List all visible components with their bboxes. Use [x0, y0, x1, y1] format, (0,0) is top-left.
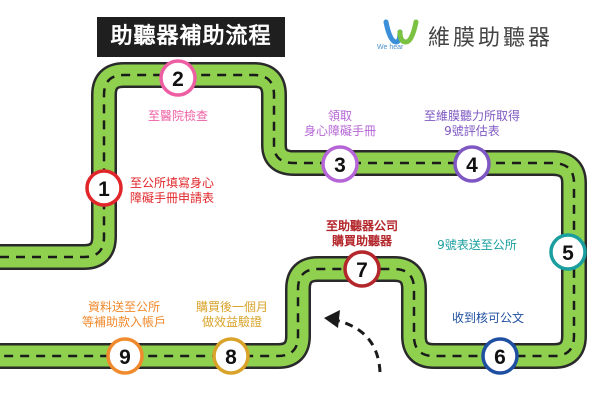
- step-7-label-line: 購買助聽器: [331, 234, 392, 248]
- step-7-number: 7: [356, 259, 368, 282]
- step-2-circle: [159, 59, 197, 97]
- step-6-label-line: 收到核可公文: [451, 311, 524, 325]
- return-arrow: [324, 310, 382, 373]
- step-6-marker: 6: [481, 337, 519, 375]
- step-3-label: 領取身心障礙手冊: [270, 109, 410, 139]
- step-6-number: 6: [494, 346, 506, 369]
- step-7-marker: 7: [343, 250, 381, 288]
- step-8-marker: 8: [212, 337, 250, 375]
- step-5-marker: 5: [549, 233, 587, 271]
- logo-brand-name: 維膜助聽器: [428, 26, 554, 51]
- step-8-label-line: 購買後一個月: [195, 300, 268, 314]
- logo-subtext: We hear: [377, 44, 404, 51]
- step-5-circle: [549, 233, 587, 271]
- step-4-label-line: 9號評估表: [444, 124, 500, 138]
- return-arrow-line: [334, 318, 382, 373]
- step-2-marker: 2: [159, 59, 197, 97]
- step-4-number: 4: [466, 154, 478, 177]
- step-7-label: 至助聽器公司購買助聽器: [292, 219, 432, 249]
- step-9-label: 資料送至公所等補助款入帳戶: [54, 300, 194, 330]
- step-2-number: 2: [172, 68, 184, 91]
- step-3-label-line: 身心障礙手冊: [303, 124, 376, 138]
- step-3-label-line: 領取: [327, 109, 352, 123]
- step-2-label-line: 至醫院檢查: [147, 109, 208, 123]
- step-8-number: 8: [225, 346, 237, 369]
- step-9-circle: [106, 337, 144, 375]
- step-1-number: 1: [98, 178, 110, 201]
- step-9-label-line: 等補助款入帳戶: [81, 315, 166, 329]
- step-7-circle: [343, 250, 381, 288]
- step-8-label-line: 做效益驗證: [201, 315, 262, 329]
- step-9-marker: 9: [106, 337, 144, 375]
- step-6-circle: [481, 337, 519, 375]
- step-8-label: 購買後一個月做效益驗證: [162, 300, 302, 330]
- title-banner: [97, 17, 285, 57]
- page-title: 助聽器補助流程: [110, 24, 272, 49]
- step-2-label: 至醫院檢查: [108, 109, 248, 124]
- step-1-label-line: 障礙手冊申請表: [130, 191, 215, 205]
- step-8-circle: [212, 337, 250, 375]
- step-markers: 1 2 3 4 5 6 7 8 9: [85, 59, 587, 375]
- step-6-label: 收到核可公文: [418, 311, 558, 326]
- step-4-label-line: 至維膜聽力所取得: [423, 109, 520, 123]
- step-4-marker: 4: [453, 145, 491, 183]
- step-5-label-line: 9號表送至公所: [437, 238, 517, 252]
- step-1-label: 至公所填寫身心障礙手冊申請表: [130, 176, 214, 206]
- step-7-label-line: 至助聽器公司: [325, 219, 398, 233]
- step-5-number: 5: [562, 242, 574, 265]
- step-9-label-line: 資料送至公所: [87, 300, 160, 314]
- step-3-circle: [321, 145, 359, 183]
- return-arrow-head-icon: [324, 310, 340, 328]
- step-1-label-line: 至公所填寫身心: [130, 176, 215, 190]
- step-1-circle: [85, 169, 123, 207]
- step-5-label: 9號表送至公所: [407, 238, 547, 253]
- step-3-number: 3: [334, 154, 346, 177]
- we-hear-logo-icon: [383, 19, 419, 45]
- step-1-marker: 1: [85, 169, 123, 207]
- step-9-number: 9: [119, 346, 131, 369]
- step-3-marker: 3: [321, 145, 359, 183]
- step-4-circle: [453, 145, 491, 183]
